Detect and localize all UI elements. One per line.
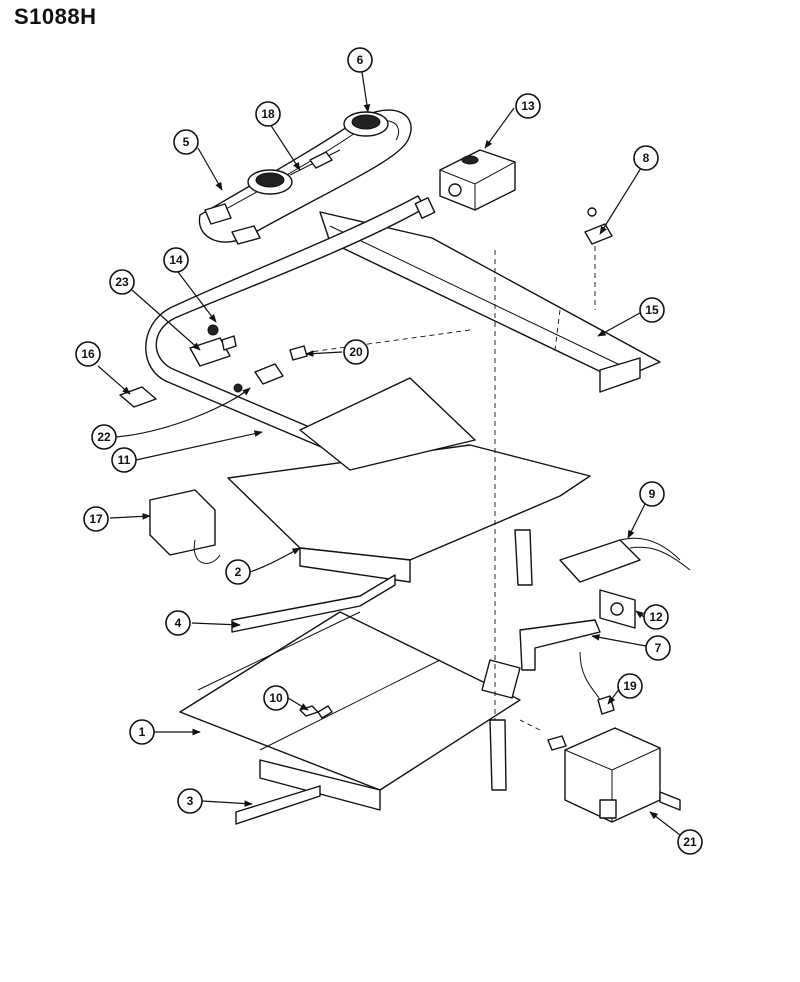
callout-16: 16 [75,341,101,367]
callout-13: 13 [515,93,541,119]
part-21-thermostat [547,727,681,823]
callout-1: 1 [129,719,155,745]
callout-label: 21 [683,835,697,849]
callout-label: 13 [521,99,535,113]
callout-label: 4 [175,616,182,630]
upper-heat-shield [227,377,591,583]
callout-label: 6 [357,53,364,67]
callout-label: 12 [649,610,663,624]
part-8-clip [584,207,613,310]
callout-label: 7 [655,641,662,655]
callout-7: 7 [645,635,671,661]
part-19-fitting [579,651,615,715]
callout-label: 16 [81,347,95,361]
part-12-plate [599,589,636,629]
top-burner-assembly [198,109,412,245]
callout-label: 9 [649,487,656,501]
callout-20: 20 [343,339,369,365]
bracket-3 [235,785,321,825]
leader-lines [97,71,681,836]
callout-21: 21 [677,829,703,855]
lower-heat-shield [179,611,521,811]
callout-label: 20 [349,345,363,359]
callout-2: 2 [225,559,251,585]
callout-label: 18 [261,107,275,121]
callout-label: 10 [269,691,283,705]
callout-19: 19 [617,673,643,699]
callout-label: 22 [97,430,111,444]
callout-12: 12 [643,604,669,630]
part-17-motor [149,489,221,564]
burner-valves [119,324,308,408]
callout-17: 17 [83,506,109,532]
callout-6: 6 [347,47,373,73]
callout-label: 17 [89,512,103,526]
diagram-title: S1088H [14,4,97,29]
assembly-guides [309,250,561,731]
callout-9: 9 [639,481,665,507]
callout-11: 11 [111,447,137,473]
callout-label: 8 [643,151,650,165]
callout-label: 19 [623,679,637,693]
callout-5: 5 [173,129,199,155]
callout-label: 11 [118,453,131,467]
callout-15: 15 [639,297,665,323]
callout-22: 22 [91,424,117,450]
callout-label: 1 [139,725,146,739]
burner-support-bracket [319,211,661,393]
callout-23: 23 [109,269,135,295]
part-13-housing [439,149,516,211]
callout-10: 10 [263,685,289,711]
callout-8: 8 [633,145,659,171]
bracket-4 [231,574,396,633]
callout-label: 23 [115,275,129,289]
callout-label: 2 [235,565,242,579]
callout-label: 5 [183,135,190,149]
callout-4: 4 [165,610,191,636]
callout-label: 3 [187,794,194,808]
callout-label: 14 [169,253,183,267]
callout-3: 3 [177,788,203,814]
part-7-oven-burner [519,619,601,671]
part-9-ignitor [559,537,691,583]
callout-18: 18 [255,101,281,127]
oven-burner-tubes [489,529,533,791]
callout-label: 15 [645,303,659,317]
callout-14: 14 [163,247,189,273]
